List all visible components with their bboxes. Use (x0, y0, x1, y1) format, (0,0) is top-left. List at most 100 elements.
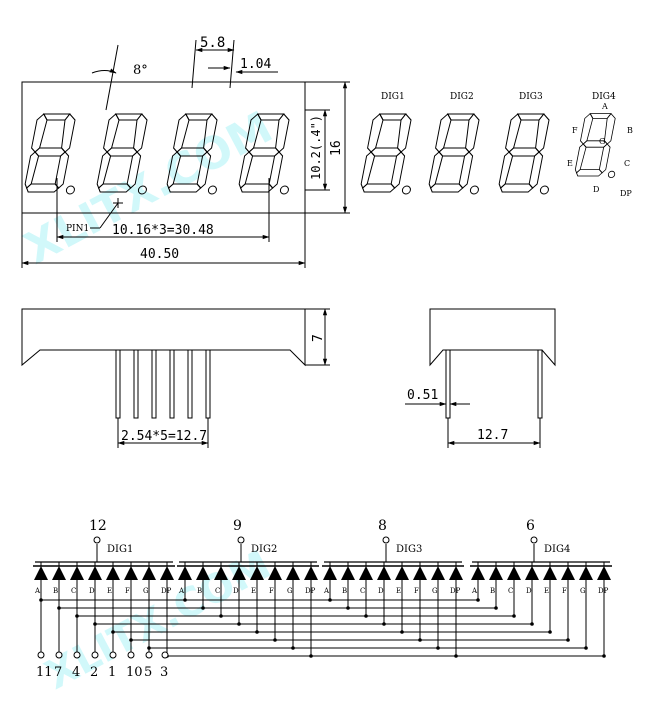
segment-label: C (71, 587, 76, 595)
segment-label: D (378, 587, 384, 595)
pin-number: 11 (36, 665, 53, 680)
segment-label: DP (305, 587, 316, 595)
pitch-label: 10.16*3=30.48 (112, 223, 214, 238)
segment-label: B (342, 587, 347, 595)
pin-terminal (91, 651, 99, 659)
diode-symbol (507, 566, 521, 580)
common-label: DIG3 (396, 544, 422, 555)
diode-symbol (395, 566, 409, 580)
diode-symbol (579, 566, 593, 580)
digit-outline (359, 113, 421, 195)
diode-symbol (160, 566, 174, 580)
segment-label: A (323, 587, 330, 595)
height-label: 16 (329, 140, 344, 156)
segment-label: F (125, 587, 130, 595)
common-pin-number: 9 (233, 518, 242, 534)
segment-label: G (287, 587, 293, 595)
width-top-label: 5.8 (200, 35, 225, 51)
diode-symbol (431, 566, 445, 580)
segment-label: B (197, 587, 202, 595)
segment-label: E (107, 587, 112, 595)
dig2-label: DIG2 (450, 92, 474, 102)
width-label: 40.50 (140, 247, 179, 262)
depth-label: 7 (311, 334, 326, 342)
diode-symbol (489, 566, 503, 580)
pin-terminal (73, 651, 81, 659)
common-pin-terminal (382, 536, 390, 544)
pin-number: 5 (144, 665, 152, 680)
pin-number: 1 (108, 665, 116, 680)
diode-symbol (471, 566, 485, 580)
row-spacing-label: 12.7 (477, 428, 508, 443)
segment-label: DP (598, 587, 609, 595)
diode-symbol (214, 566, 228, 580)
diode-symbol (268, 566, 282, 580)
pin-terminal (55, 651, 63, 659)
diode-symbol (561, 566, 575, 580)
diode-symbol (88, 566, 102, 580)
diode-symbol (341, 566, 355, 580)
dig4-label: DIG4 (592, 92, 616, 102)
pin-pitch-label: 2.54*5=12.7 (121, 429, 207, 444)
pin-number: 3 (160, 665, 168, 680)
digit-outline (497, 113, 559, 195)
common-label: DIG4 (544, 544, 570, 555)
segment-label: D (233, 587, 239, 595)
pin-terminal (37, 651, 45, 659)
diode-symbol (52, 566, 66, 580)
pin-number: 4 (72, 665, 80, 680)
side-pins (115, 349, 211, 419)
common-pin-terminal (237, 536, 245, 544)
diode-symbol (34, 566, 48, 580)
seg-letter-e: E (567, 159, 573, 168)
segment-label: C (508, 587, 513, 595)
end-view (405, 308, 556, 448)
pin-number: 10 (126, 665, 143, 680)
common-pin-terminal (93, 536, 101, 544)
common-pin-number: 12 (89, 518, 107, 534)
diode-symbol (597, 566, 611, 580)
segment-label: G (432, 587, 438, 595)
front-digit (23, 113, 85, 195)
diode-symbol (142, 566, 156, 580)
diode-symbol (525, 566, 539, 580)
segment-label: A (34, 587, 41, 595)
diode-symbol (70, 566, 84, 580)
diode-symbol (413, 566, 427, 580)
pin-terminal (109, 651, 117, 659)
segment-label: F (562, 587, 567, 595)
segment-label: DP (450, 587, 461, 595)
pin-terminal (127, 651, 135, 659)
pin-dia-label: 0.51 (407, 388, 438, 403)
segment-label: B (53, 587, 58, 595)
side-view (21, 308, 330, 448)
segment-label: B (490, 587, 495, 595)
diode-symbol (323, 566, 337, 580)
pin-number: 2 (90, 665, 98, 680)
common-pin-number: 8 (378, 518, 387, 534)
seg-letter-b: B (627, 126, 633, 135)
seg-letter-f: F (572, 126, 578, 135)
digit-height-label: 10.2(.4") (309, 115, 323, 180)
seg-letter-dp: DP (620, 189, 632, 198)
segment-label: E (544, 587, 549, 595)
segment-label: E (396, 587, 401, 595)
segment-label: F (269, 587, 274, 595)
diode-symbol (377, 566, 391, 580)
dig1-label: DIG1 (381, 92, 405, 102)
dig3-label: DIG3 (519, 92, 543, 102)
diode-symbol (286, 566, 300, 580)
segment-label: G (580, 587, 586, 595)
segment-label: F (414, 587, 419, 595)
segment-label: G (143, 587, 149, 595)
segment-label: C (215, 587, 220, 595)
diode-symbol (196, 566, 210, 580)
diode-symbol (250, 566, 264, 580)
segment-label: C (360, 587, 365, 595)
segment-label: D (526, 587, 532, 595)
segment-label: A (471, 587, 478, 595)
pin-terminal (145, 651, 153, 659)
segment-label: A (178, 587, 185, 595)
